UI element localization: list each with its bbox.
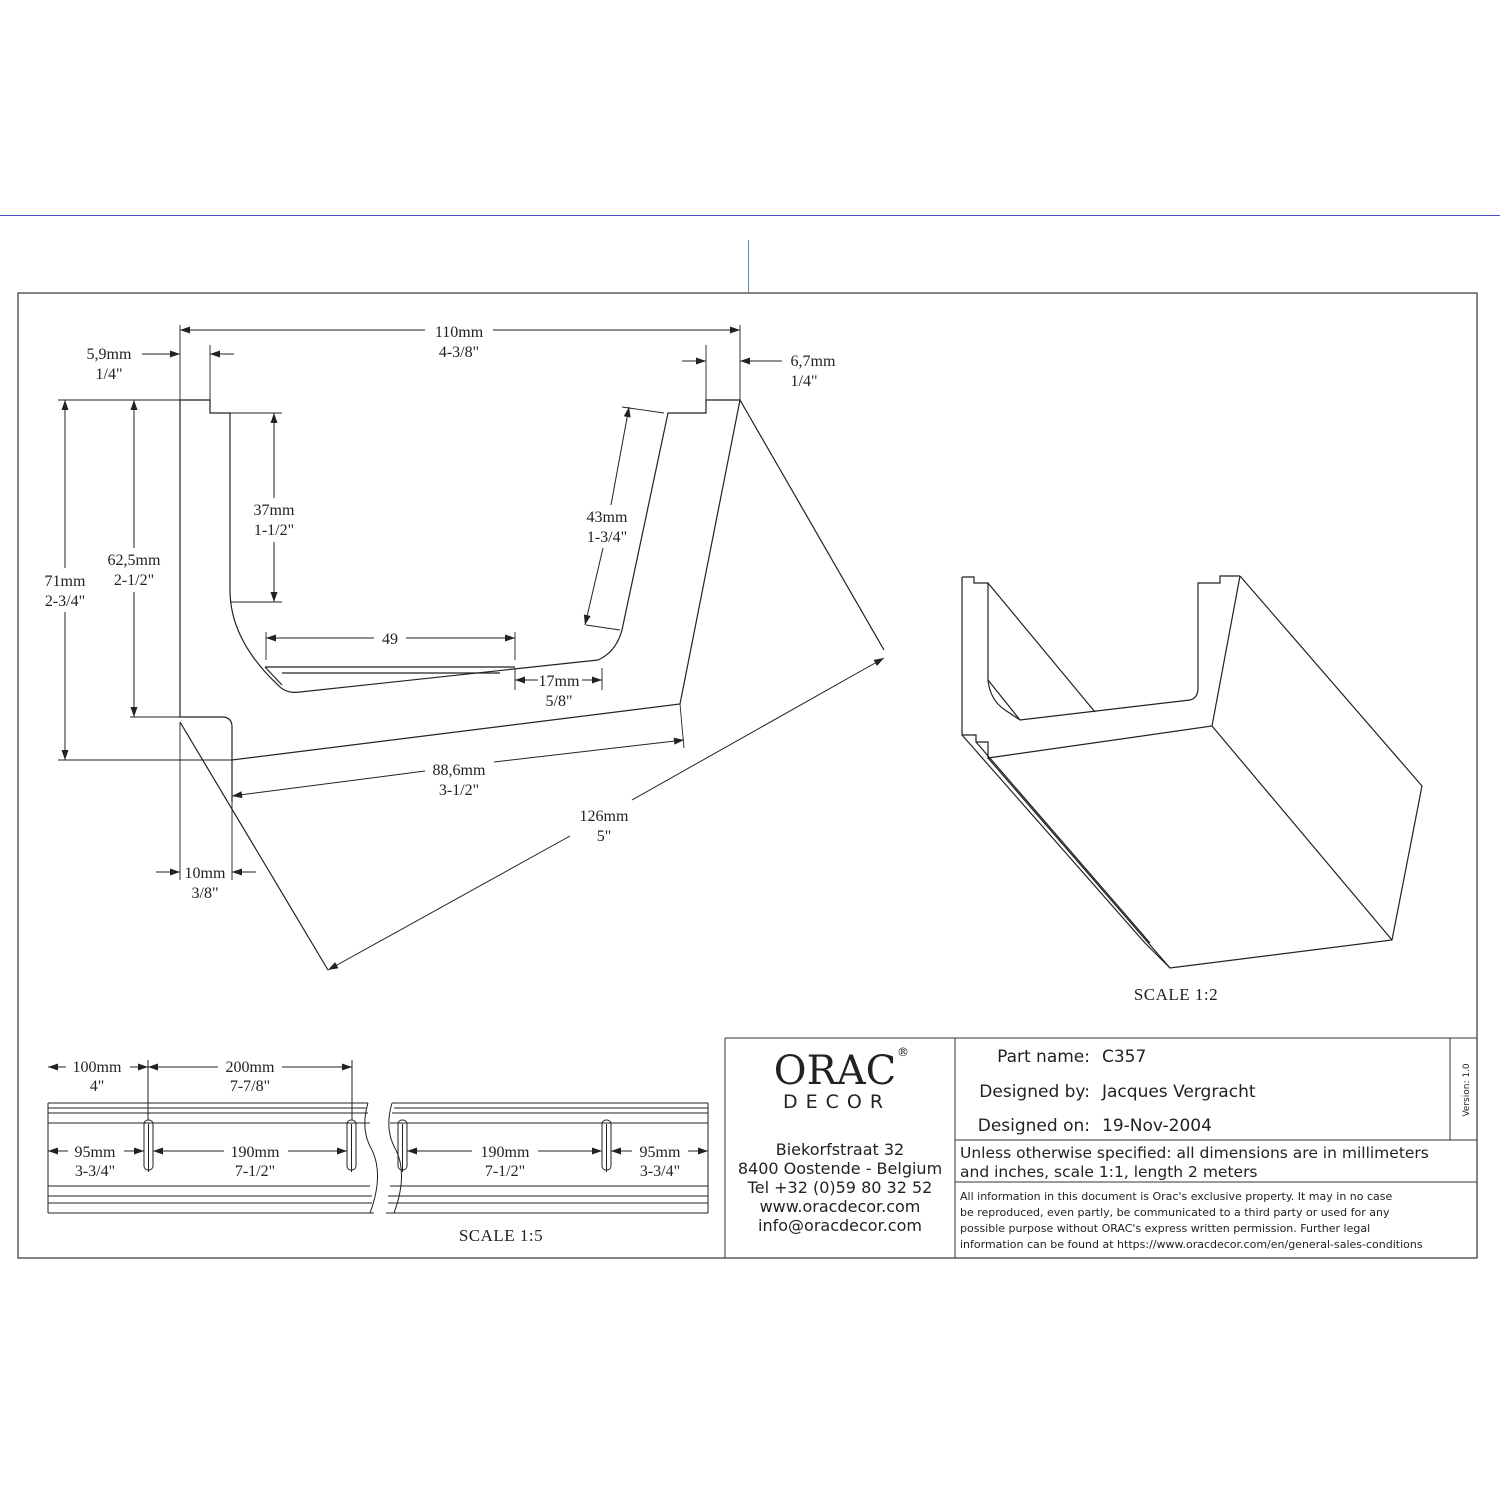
strip-dim-a-in: 4" — [90, 1078, 105, 1095]
scale-iso-label: SCALE 1:2 — [1134, 985, 1218, 1004]
title-block — [724, 1037, 1477, 1258]
spec-line-1: Unless otherwise specified: all dimensio… — [960, 1144, 1429, 1162]
strip-dim-d-mm: 190mm — [231, 1144, 280, 1161]
strip-dim-f-in: 3-3/4" — [640, 1163, 680, 1180]
strip-dim-c-mm: 95mm — [75, 1144, 116, 1161]
strip-dim-e-mm: 190mm — [481, 1144, 530, 1161]
strip-dim-e-in: 7-1/2" — [485, 1163, 525, 1180]
profile-section — [58, 325, 885, 971]
dim-right-lip-mm: 6,7mm — [791, 353, 836, 370]
dim-right-lip-in: 1/4" — [791, 373, 818, 390]
dim-bottom-width: 49 — [382, 631, 398, 648]
dim-bottom-offset-in: 5/8" — [546, 693, 573, 710]
drawing-frame — [17, 292, 1478, 1259]
strip-dimension-lines — [48, 1063, 708, 1155]
strip-dim-d-in: 7-1/2" — [235, 1163, 275, 1180]
dim-total-height-mm: 71mm — [45, 573, 86, 590]
address-city: 8400 Oostende - Belgium — [738, 1159, 942, 1178]
dim-overall-width-in: 4-3/8" — [439, 344, 479, 361]
profile-diagonal-edge — [179, 399, 885, 971]
dim-front-inner-mm: 43mm — [587, 509, 628, 526]
part-name-label: Part name: — [997, 1047, 1090, 1067]
profile-outline — [179, 399, 741, 761]
logo-decor: DECOR — [783, 1091, 891, 1113]
dim-left-lip-in: 1/4" — [96, 366, 123, 383]
profile-floor-lip — [264, 666, 515, 686]
strip-fasteners — [143, 1119, 612, 1172]
logo-registered-mark: ® — [897, 1045, 909, 1059]
profile-dimension-lines — [61, 326, 885, 971]
part-name-value: C357 — [1102, 1047, 1146, 1067]
strip-dim-c-in: 3-3/4" — [75, 1163, 115, 1180]
dim-bottom-offset-mm: 17mm — [539, 673, 580, 690]
designed-by-label: Designed by: — [979, 1082, 1090, 1102]
center-mark — [748, 240, 749, 292]
address-website: www.oracdecor.com — [760, 1197, 921, 1216]
strip-dim-b-mm: 200mm — [226, 1059, 275, 1076]
dim-left-lip-mm: 5,9mm — [87, 346, 132, 363]
legal-line-3: possible purpose without ORAC's express … — [960, 1222, 1370, 1235]
address-street: Biekorfstraat 32 — [776, 1140, 904, 1159]
legal-line-4: information can be found at https://www.… — [960, 1238, 1423, 1251]
designed-by-value: Jacques Vergracht — [1101, 1082, 1256, 1102]
strip-dim-a-mm: 100mm — [73, 1059, 122, 1076]
legal-line-1: All information in this document is Orac… — [960, 1190, 1393, 1203]
dim-base-length-in: 3-1/2" — [439, 782, 479, 799]
logo-orac: ORAC — [774, 1048, 896, 1094]
dim-diagonal-mm: 126mm — [580, 808, 629, 825]
designed-on-label: Designed on: — [978, 1116, 1090, 1136]
isometric-view — [961, 575, 1423, 969]
top-rule — [0, 215, 1500, 216]
address-phone: Tel +32 (0)59 80 32 52 — [747, 1178, 933, 1197]
dim-back-height-mm: 62,5mm — [108, 552, 161, 569]
address-email: info@oracdecor.com — [758, 1216, 922, 1235]
strip-dim-b-in: 7-7/8" — [230, 1078, 270, 1095]
dim-total-height-in: 2-3/4" — [45, 593, 85, 610]
dim-foot-in: 3/8" — [192, 885, 219, 902]
dim-base-length-mm: 88,6mm — [433, 762, 486, 779]
dim-inner-depth-in: 1-1/2" — [254, 522, 294, 539]
version-label: Version: 1.0 — [1462, 1063, 1472, 1117]
dim-front-inner-in: 1-3/4" — [587, 529, 627, 546]
dim-foot-mm: 10mm — [185, 865, 226, 882]
dim-diagonal-in: 5" — [597, 828, 612, 845]
spec-line-2: and inches, scale 1:1, length 2 meters — [960, 1163, 1258, 1181]
dim-back-height-in: 2-1/2" — [114, 572, 154, 589]
dim-overall-width-mm: 110mm — [435, 324, 484, 341]
dim-inner-depth-mm: 37mm — [254, 502, 295, 519]
strip-view — [47, 1060, 709, 1214]
strip-dim-f-mm: 95mm — [640, 1144, 681, 1161]
legal-line-2: be reproduced, even partly, be communica… — [960, 1206, 1390, 1219]
designed-on-value: 19-Nov-2004 — [1102, 1116, 1212, 1136]
scale-strip-label: SCALE 1:5 — [459, 1226, 543, 1245]
